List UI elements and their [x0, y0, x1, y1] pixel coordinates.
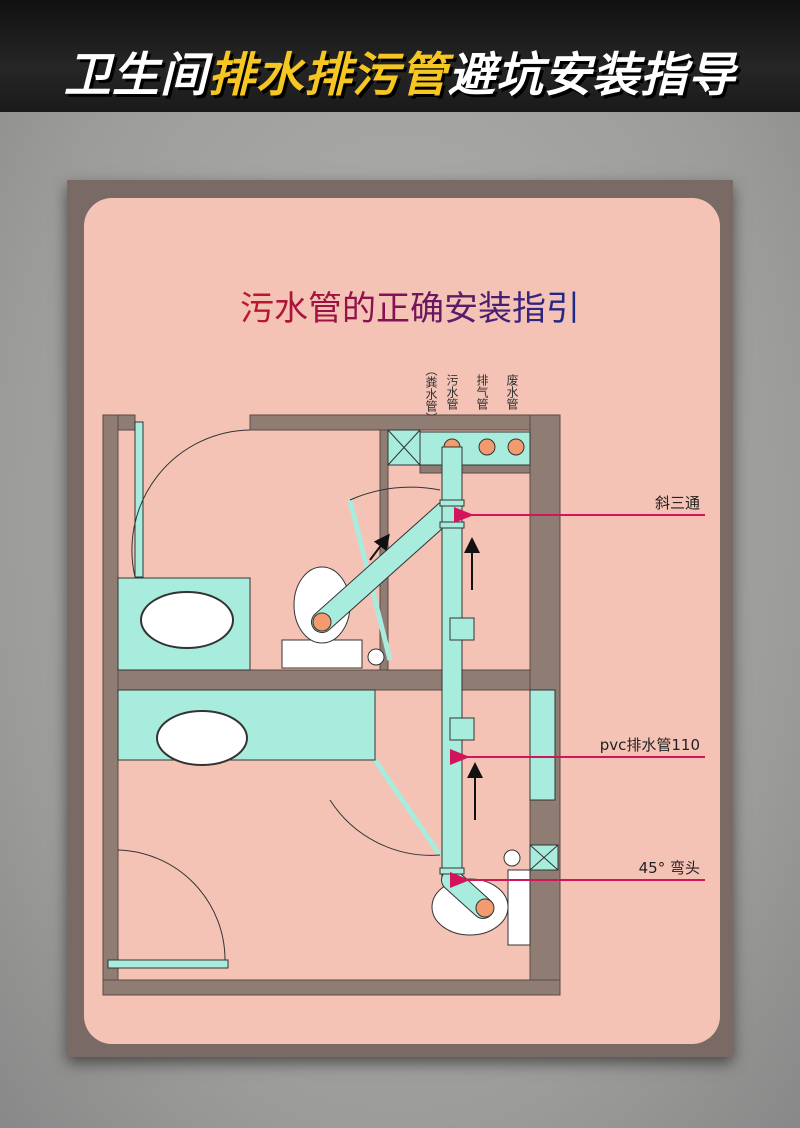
toilet-tank-bottom — [507, 869, 531, 946]
diagram-title: 污水管的正确安装指引 — [240, 289, 580, 329]
label-sewage-note: （粪水管） — [424, 364, 438, 424]
banner: 卫生间排水排污管避坑安装指导 — [0, 0, 800, 112]
banner-title-part1: 卫生间 — [64, 48, 208, 103]
callout-label: 斜三通 — [655, 494, 700, 512]
banner-title: 卫生间排水排污管避坑安装指导 — [0, 36, 800, 105]
vanity-bottom — [117, 689, 376, 761]
label-sewage: 污水管 — [445, 374, 459, 410]
toilet-tank-top — [281, 639, 363, 669]
shaft-cross — [387, 429, 421, 466]
callout-pvc-pipe: pvc排水管110 — [450, 736, 705, 765]
floor-drain-bottom — [503, 849, 521, 867]
flow-arrow-diagonal — [369, 533, 390, 561]
sink-top — [140, 591, 234, 649]
callout-elbow: 45° 弯头 — [450, 859, 705, 888]
callout-wye: 斜三通 — [454, 494, 705, 523]
floor-drain-top — [367, 648, 385, 666]
callout-label: 45° 弯头 — [639, 859, 700, 877]
label-vent: 排气管 — [475, 374, 489, 410]
label-waste: 废水管 — [505, 374, 519, 410]
window — [529, 689, 556, 801]
outlet-vent — [478, 438, 496, 456]
banner-title-highlight: 排水排污管 — [208, 48, 448, 103]
callout-label: pvc排水管110 — [600, 736, 700, 754]
banner-title-part2: 避坑安装指导 — [448, 48, 736, 103]
outlet-waste — [507, 438, 525, 456]
sink-bottom — [156, 710, 248, 766]
